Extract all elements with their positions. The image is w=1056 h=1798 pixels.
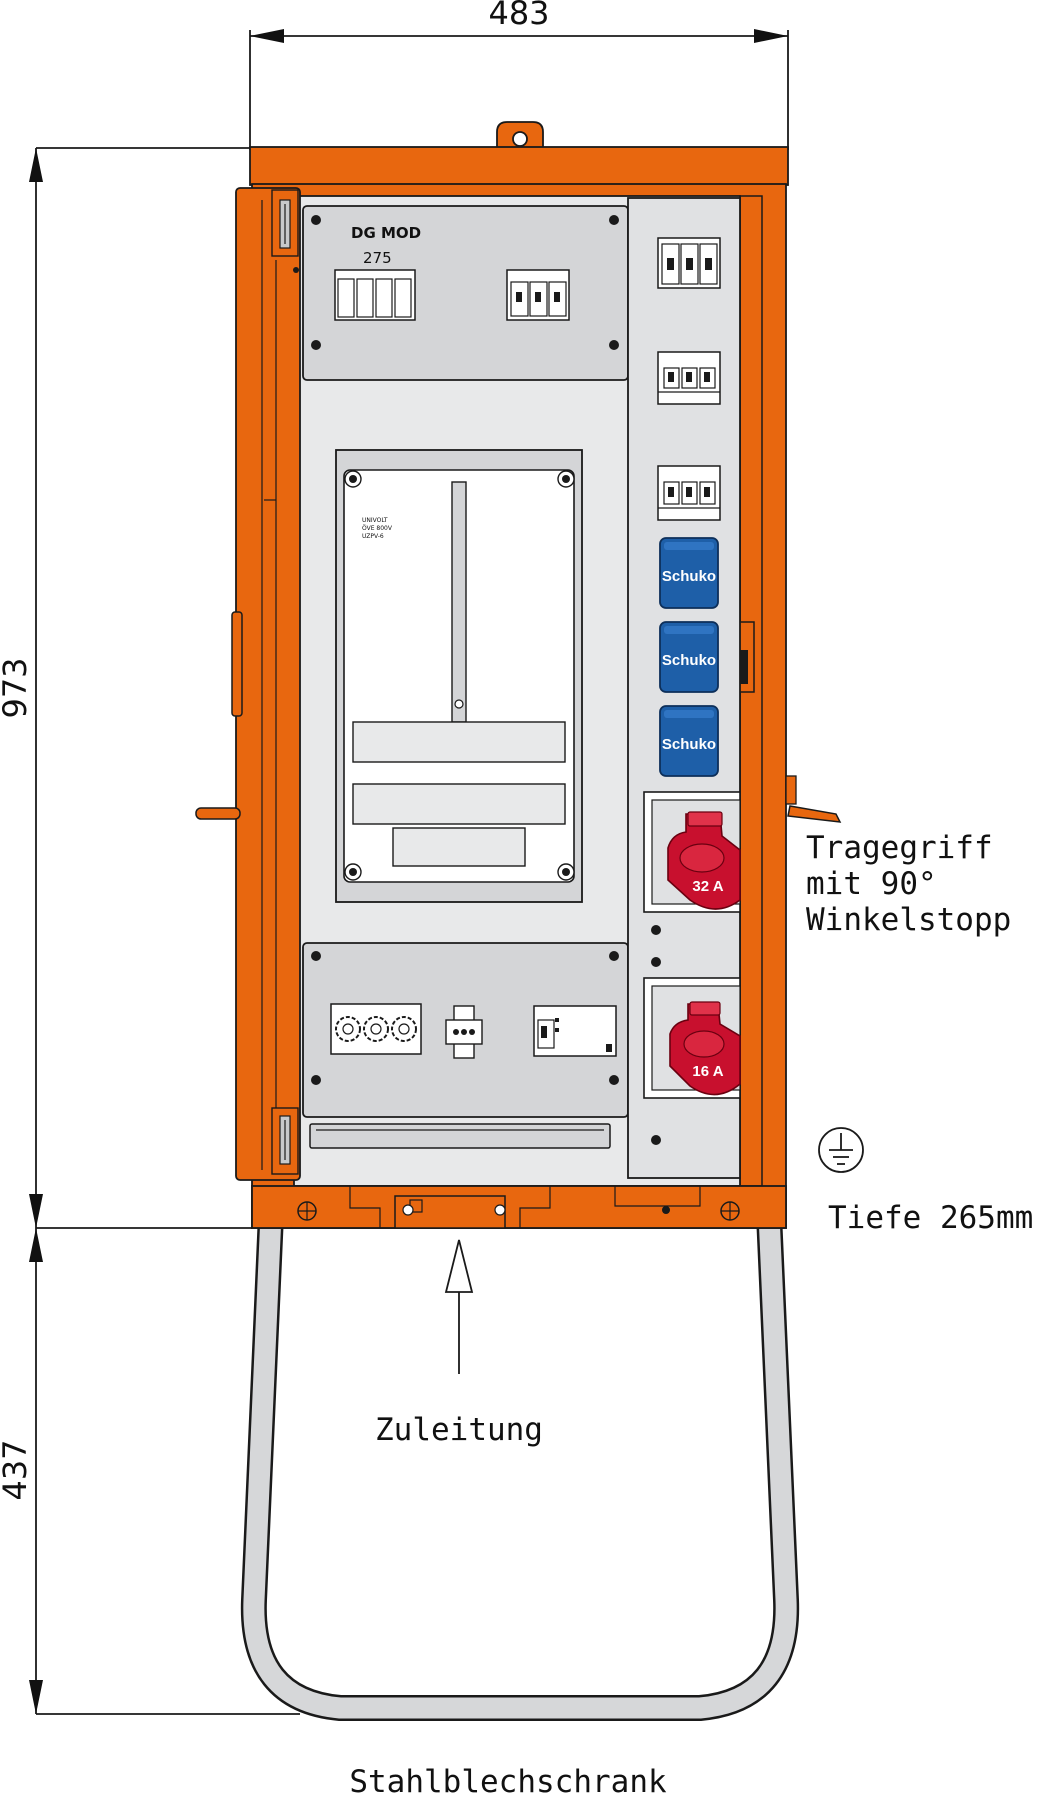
schuko-socket-1: Schuko <box>659 537 719 609</box>
breaker-group-1 <box>657 237 721 289</box>
material-label: Stahlblechschrank <box>349 1764 667 1798</box>
breaker-group-3 <box>657 465 721 521</box>
handle-note-line1: Tragegriff <box>806 830 993 866</box>
schuko-socket-3: Schuko <box>659 705 719 777</box>
schuko-label-3: Schuko <box>662 736 716 753</box>
surge-protector-module <box>334 269 416 321</box>
width-dimension: 483 <box>249 0 789 150</box>
breaker-group-2 <box>657 351 721 405</box>
feed-label: Zuleitung <box>375 1412 543 1448</box>
handle-note-line2: mit 90° <box>806 866 937 902</box>
fixing-bolt-left <box>297 1201 317 1221</box>
handle-annotation: Tragegriff mit 90° Winkelstopp <box>806 830 1011 938</box>
main-fuse-block <box>506 269 570 321</box>
meter-plate-line1: UNIVOLT <box>362 517 388 524</box>
door-hinge-bottom <box>271 1107 299 1175</box>
cee-16a-label: 16 A <box>692 1063 723 1080</box>
feed-arrow <box>444 1239 474 1374</box>
handle-note-line3: Winkelstopp <box>806 902 1011 938</box>
stand-height-dimension: 437 <box>0 1228 300 1715</box>
cee-socket-32a: 32 A <box>643 791 741 913</box>
cee-socket-16a: 16 A <box>643 977 741 1099</box>
base-plinth <box>251 1185 787 1229</box>
socket-column: Schuko Schuko Schuko 32 A <box>627 197 741 1179</box>
cabinet-height-dimension: 973 <box>0 147 252 1229</box>
meter-panel: UNIVOLT ÖVE 800V UZPV-6 <box>335 449 583 903</box>
meter-plate-line3: UZPV-6 <box>362 533 384 540</box>
cee-32a-label: 32 A <box>692 878 723 895</box>
tube-stand <box>240 1191 800 1721</box>
rcd-breaker <box>533 1005 617 1057</box>
terminal-block <box>330 1003 422 1055</box>
lifting-eye <box>496 121 544 149</box>
stand-height-label: 437 <box>0 1439 34 1500</box>
door-hinge-top <box>271 189 299 257</box>
spd-label-line2: 275 <box>363 249 392 267</box>
pe-terminal <box>445 1005 483 1059</box>
width-dimension-label: 483 <box>488 0 549 32</box>
earth-ground-icon <box>818 1127 864 1173</box>
depth-note: Tiefe 265mm <box>828 1200 1033 1236</box>
carrying-handle-left <box>195 807 241 820</box>
schuko-label-1: Schuko <box>662 568 716 585</box>
schuko-socket-2: Schuko <box>659 621 719 693</box>
cabinet-door-open <box>231 187 301 1181</box>
spd-label-line1: DG MOD <box>351 224 421 242</box>
top-equipment-panel: DG MOD 275 <box>302 205 629 381</box>
fixing-bolt-right <box>720 1201 740 1221</box>
schuko-label-2: Schuko <box>662 652 716 669</box>
carrying-handle-right <box>785 775 842 823</box>
cabinet-height-label: 973 <box>0 657 34 718</box>
bottom-equipment-panel <box>302 942 629 1149</box>
meter-plate-line2: ÖVE 800V <box>362 525 393 532</box>
